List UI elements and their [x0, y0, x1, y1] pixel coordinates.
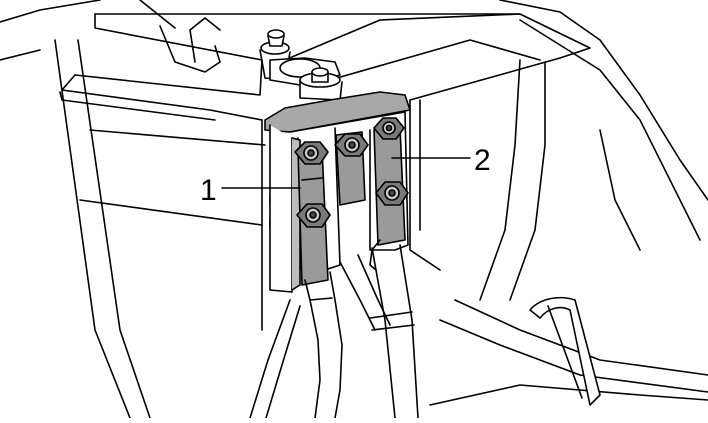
callout-leaders — [221, 157, 471, 189]
nut-bottom-right — [375, 181, 409, 206]
terminal-post-front — [299, 67, 343, 101]
nut-top-left — [294, 141, 329, 165]
battery-cables — [249, 239, 419, 419]
nut-top-center — [334, 133, 369, 157]
nut-top-right — [373, 117, 405, 140]
terminal-post-rear — [259, 29, 341, 86]
callout-label-1: 1 — [200, 174, 217, 207]
battery-housing — [59, 13, 591, 331]
hose-clamp — [529, 296, 601, 406]
nut-bottom-left — [296, 203, 331, 228]
callout-label-2: 2 — [474, 144, 491, 177]
